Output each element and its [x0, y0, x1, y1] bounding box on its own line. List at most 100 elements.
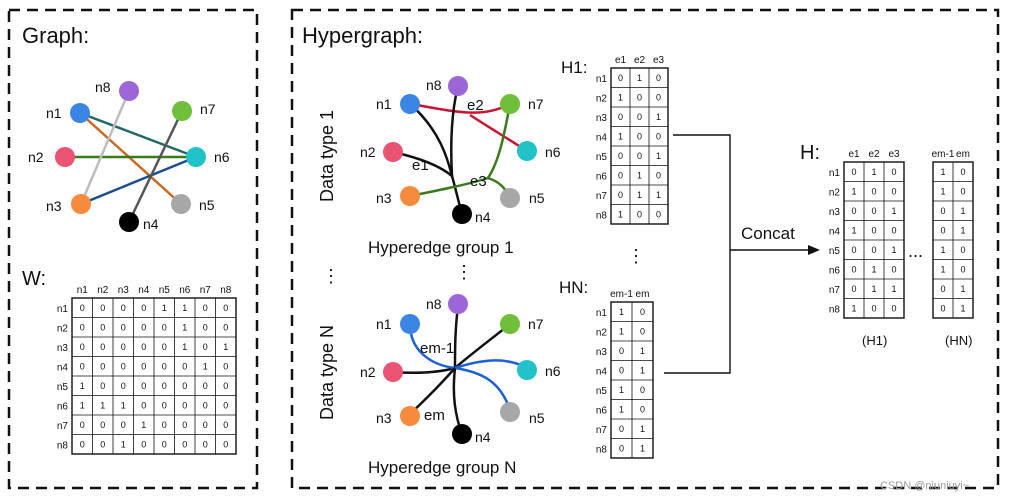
bottom-label-n2: n2: [360, 364, 376, 380]
bottom-node-n8: [448, 294, 468, 314]
w-matrix-cell: 0: [80, 420, 85, 430]
h1-matrix-cell: 0: [656, 73, 661, 83]
bottom-node-n7: [500, 314, 520, 334]
h-left-matrix-cell: 1: [871, 265, 876, 275]
w-matrix-cell: 0: [223, 420, 228, 430]
top-node-n7: [500, 94, 520, 114]
hyperedge-group-n-label: Hyperedge group N: [368, 458, 516, 477]
h-left-matrix-cell: 0: [891, 167, 896, 177]
w-matrix-row-header: n6: [57, 401, 69, 412]
w-matrix-cell: 0: [162, 381, 167, 391]
hyperedge-e2-a: [409, 102, 511, 114]
hn-matrix-row-header: n4: [596, 366, 608, 377]
bottom-label-n4: n4: [475, 429, 491, 445]
h1-matrix-row-header: n7: [596, 191, 608, 202]
hn-matrix-cell: 0: [640, 385, 645, 395]
h-left-matrix-cell: 0: [851, 167, 856, 177]
h-left-matrix-row-header: n3: [829, 207, 841, 218]
top-label-n6: n6: [545, 144, 561, 160]
graph-edge-n3-n6: [80, 155, 197, 206]
w-matrix-cell: 0: [223, 440, 228, 450]
h1-matrix-row-header: n5: [596, 152, 608, 163]
w-matrix-cell: 1: [203, 362, 208, 372]
bottom-node-n1: [400, 314, 420, 334]
graph-node-n8: [119, 81, 139, 101]
h1-matrix-row-header: n3: [596, 113, 608, 124]
w-matrix-cell: 1: [182, 323, 187, 333]
top-node-n1: [400, 94, 420, 114]
h-left-matrix-cell: 0: [871, 187, 876, 197]
w-matrix-cell: 0: [162, 342, 167, 352]
graph-edge-n3-n8: [79, 90, 131, 205]
h-right-matrix-cell: 1: [960, 304, 965, 314]
w-matrix-cell: 0: [121, 381, 126, 391]
graph-label-n8: n8: [95, 79, 111, 95]
w-matrix-cell: 0: [182, 362, 187, 372]
w-matrix-cell: 1: [141, 420, 146, 430]
h-left-matrix-cell: 1: [851, 187, 856, 197]
h-left-matrix-cell: 0: [851, 206, 856, 216]
h-right-matrix-col-header: em: [956, 149, 970, 160]
hn-matrix-cell: 1: [619, 307, 624, 317]
graph-label-n6: n6: [214, 149, 230, 165]
w-matrix-cell: 0: [80, 303, 85, 313]
w-matrix-cell: 1: [162, 303, 167, 313]
h1-matrix-row-header: n6: [596, 171, 608, 182]
w-matrix-row-header: n3: [57, 343, 69, 354]
graph-node-labels: n1 n2 n3 n4 n5 n6 n7 n8: [28, 79, 230, 232]
w-matrix-row-header: n1: [57, 304, 69, 315]
w-matrix-cell: 0: [223, 401, 228, 411]
w-matrix-cell: 0: [182, 381, 187, 391]
graph-edge-n1-n6: [79, 111, 197, 159]
h-label: H:: [800, 142, 820, 164]
bottom-label-n5: n5: [529, 410, 545, 426]
w-matrix-cell: 1: [182, 342, 187, 352]
h-left-matrix-cell: 1: [891, 245, 896, 255]
h-left-matrix-cell: 1: [851, 226, 856, 236]
h1-matrix-cell: 0: [637, 93, 642, 103]
w-matrix-col-header: n3: [118, 285, 130, 296]
h1-matrix-row-header: n8: [596, 210, 608, 221]
h1-matrix-cell: 1: [656, 112, 661, 122]
h-right-matrix-cell: 0: [960, 167, 965, 177]
w-matrix-cell: 0: [141, 440, 146, 450]
h1-matrix-cell: 1: [637, 73, 642, 83]
data-type-1-label: Data type 1: [317, 110, 337, 202]
h1-matrix-cell: 0: [618, 190, 623, 200]
h-left-matrix-cell: 1: [891, 284, 896, 294]
w-matrix-cell: 0: [141, 342, 146, 352]
graph-node-n3: [71, 194, 91, 214]
vertical-ellipsis-left: ⋮: [322, 266, 340, 286]
hn-matrix-cell: 1: [619, 327, 624, 337]
hyperedge-e3-b: [486, 103, 512, 179]
h-right-matrix-cell: 1: [960, 206, 965, 216]
w-matrix-cell: 0: [141, 401, 146, 411]
w-matrix-cell: 0: [80, 362, 85, 372]
graph-label-n2: n2: [28, 149, 44, 165]
h-left-matrix-cell: 0: [871, 226, 876, 236]
w-matrix-cell: 0: [100, 362, 105, 372]
graph-node-n7: [172, 101, 192, 121]
bottom-node-n5: [500, 402, 520, 422]
hypergraph-panel-border: [290, 8, 1000, 490]
h-right-matrix-cell: 0: [940, 226, 945, 236]
h-left-matrix-cell: 0: [891, 226, 896, 236]
top-node-n5: [500, 188, 520, 208]
w-matrix-cell: 0: [141, 362, 146, 372]
h-right-matrix-cell: 1: [940, 167, 945, 177]
w-matrix-cell: 0: [162, 323, 167, 333]
hn-matrix-col-header: em: [636, 289, 650, 300]
h1-matrix-row-header: n2: [596, 93, 608, 104]
w-matrix-cell: 0: [223, 381, 228, 391]
h1-matrix-cell: 1: [637, 171, 642, 181]
h1-matrix-row-header: n4: [596, 132, 608, 143]
label-e2: e2: [467, 97, 484, 114]
h1-matrix-cell: 0: [656, 171, 661, 181]
w-matrix-row-header: n5: [57, 382, 69, 393]
h1-label: H1:: [561, 58, 587, 77]
h-left-matrix-row-header: n2: [829, 187, 841, 198]
top-label-n1: n1: [376, 96, 392, 112]
